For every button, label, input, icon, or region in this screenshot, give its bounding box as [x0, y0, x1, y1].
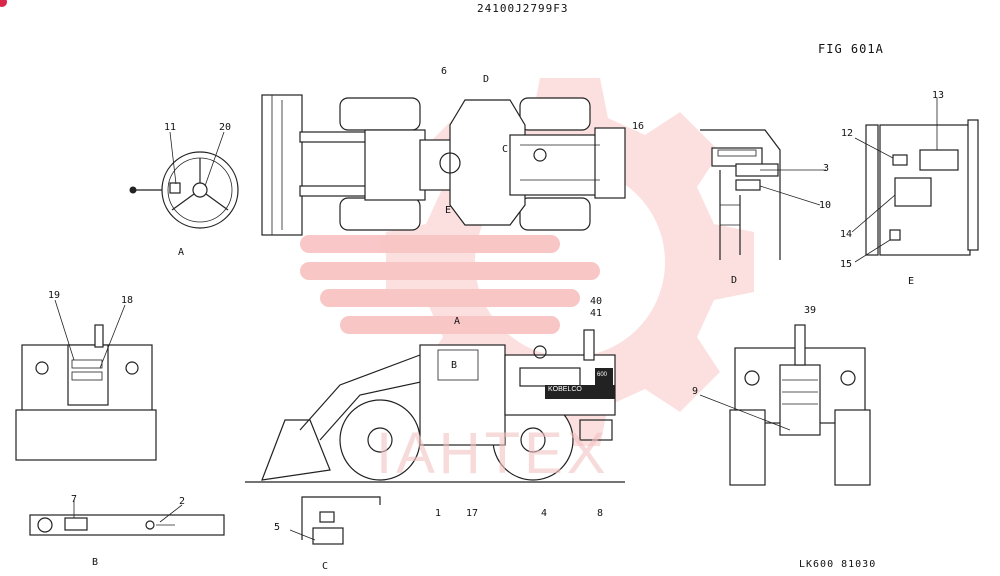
front-view-drawing — [15, 299, 157, 461]
brand-logo: KOBELCO — [548, 386, 582, 393]
callout-18: 18 — [121, 295, 134, 306]
document-number: 24100J2799F3 — [477, 2, 569, 15]
callout-8: 8 — [597, 508, 604, 519]
side-view-mark-a: A — [454, 316, 461, 327]
view-b-panel — [29, 500, 225, 536]
watermark-text: IAHTEX — [376, 421, 610, 486]
callout-7: 7 — [71, 494, 78, 505]
callout-11: 11 — [164, 122, 177, 133]
callout-14: 14 — [840, 229, 853, 240]
view-c-drawing — [289, 496, 381, 545]
top-view-drawing — [261, 94, 626, 236]
callout-9: 9 — [692, 386, 699, 397]
callout-15: 15 — [840, 259, 853, 270]
rear-view-drawing — [699, 324, 871, 486]
side-view-drawing — [245, 329, 625, 483]
callout-12: 12 — [841, 128, 854, 139]
view-c-label: C — [322, 561, 329, 572]
callout-13: 13 — [932, 90, 945, 101]
callout-19: 19 — [48, 290, 61, 301]
callout-20: 20 — [219, 122, 232, 133]
callout-5: 5 — [274, 522, 281, 533]
model-badge: 600 — [597, 372, 608, 378]
corner-marker — [0, 0, 7, 7]
figure-number: FIG 601A — [818, 42, 884, 56]
steering-wheel-view — [129, 131, 239, 229]
callout-4: 4 — [541, 508, 548, 519]
side-view-mark-b: B — [451, 360, 458, 371]
footer-code: LK600 81030 — [799, 559, 877, 570]
callout-40: 40 — [590, 296, 603, 307]
view-b-label: B — [92, 557, 99, 568]
top-view-mark-e: E — [445, 205, 452, 216]
callout-16: 16 — [632, 121, 645, 132]
callout-10: 10 — [819, 200, 832, 211]
view-d-drawing — [700, 129, 826, 260]
callout-1: 1 — [435, 508, 442, 519]
top-view-mark-c: C — [502, 144, 509, 155]
callout-3: 3 — [823, 163, 830, 174]
top-view-mark-d: D — [483, 74, 490, 85]
view-e-drawing — [851, 98, 979, 263]
view-d-label: D — [731, 275, 738, 286]
callout-17: 17 — [466, 508, 479, 519]
view-a-label: A — [178, 247, 185, 258]
callout-2: 2 — [179, 496, 186, 507]
callout-39: 39 — [804, 305, 817, 316]
view-e-label: E — [908, 276, 915, 287]
callout-41: 41 — [590, 308, 603, 319]
callout-6: 6 — [441, 66, 448, 77]
